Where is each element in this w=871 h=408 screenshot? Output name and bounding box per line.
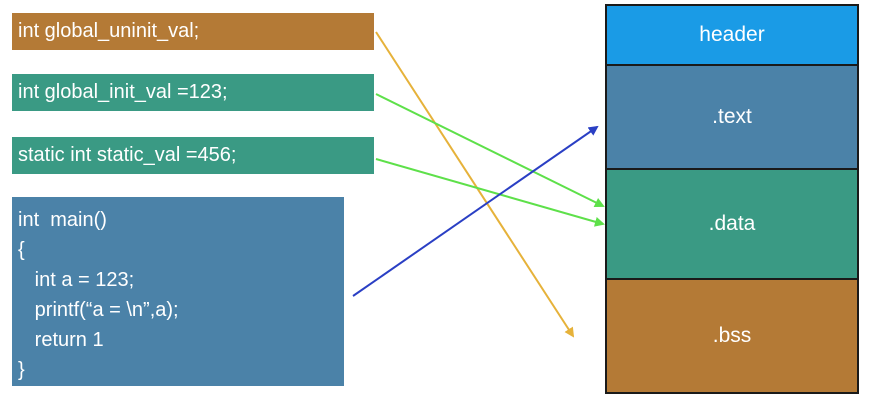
static-var-label: static int static_val =456; [18,144,237,166]
segment-header: header [607,6,857,64]
main-function-box: int main() { int a = 123; printf(“a = \n… [12,197,344,386]
init-global-var-box: int global_init_val =123; [12,74,374,111]
segment-stack: header .text .data .bss [605,4,859,394]
arrow-static-to-data [375,158,605,227]
uninit-global-var-label: int global_uninit_val; [18,20,200,42]
segment-data: .data [607,170,857,278]
init-global-var-label: int global_init_val =123; [18,81,228,103]
arrow-init-to-data [375,93,605,207]
arrow-uninit-to-bss [375,31,575,338]
segment-text: .text [607,66,857,168]
main-code-line: int main() [18,209,107,231]
main-code-line: printf(“a = \n”,a); [18,299,179,321]
main-code-line: } [18,359,25,381]
segment-text-label: .text [712,105,752,128]
main-code-line: int a = 123; [18,269,135,291]
main-code-line: { [18,239,25,261]
main-code-line: return 1 [18,329,104,351]
uninit-global-var-box: int global_uninit_val; [12,13,374,50]
static-var-box: static int static_val =456; [12,137,374,174]
segment-data-label: .data [708,212,756,235]
segment-bss: .bss [607,280,857,392]
segment-bss-label: .bss [712,324,752,347]
segment-header-label: header [699,23,765,46]
arrow-main-to-text [352,125,599,297]
